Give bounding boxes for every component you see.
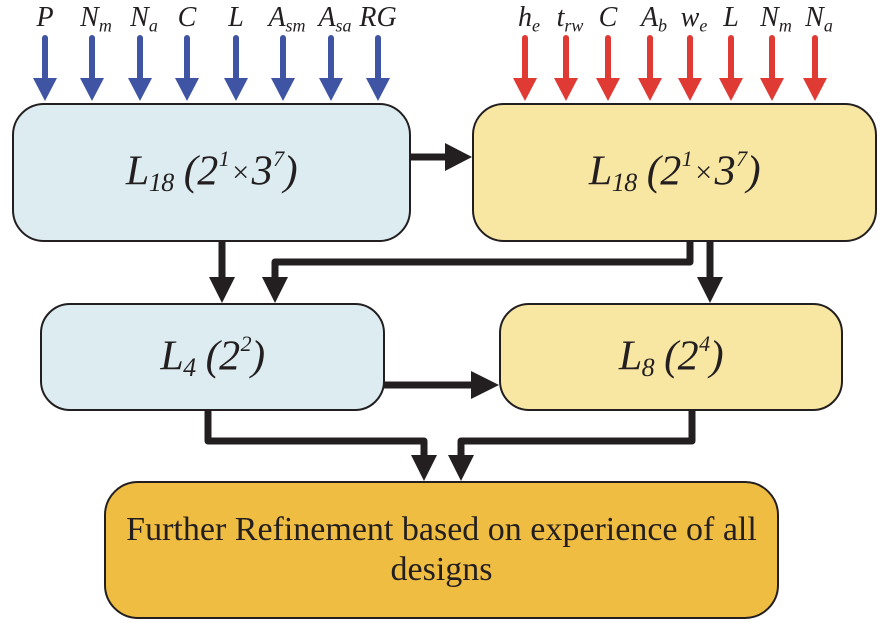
arrowhead-into-yellow-l18 bbox=[445, 143, 472, 171]
right-input-arrowhead bbox=[638, 78, 662, 101]
orthogonal-array-label: L18 (21×37) bbox=[588, 146, 761, 198]
arrowhead-into-yellow-l8-side bbox=[471, 371, 499, 399]
right-input-variable-label: Na bbox=[805, 2, 833, 36]
arrowhead-into-yellow-l8-top bbox=[697, 277, 723, 303]
arrowhead-into-refinement-b bbox=[448, 455, 474, 481]
box-yellow-l18-array: L18 (21×37) bbox=[472, 103, 877, 242]
left-input-arrowhead bbox=[128, 78, 152, 101]
orthogonal-array-label: L8 (24) bbox=[618, 330, 724, 383]
left-input-arrowhead bbox=[224, 78, 248, 101]
box-yellow-l8-array: L8 (24) bbox=[499, 303, 843, 411]
right-input-arrowhead bbox=[719, 78, 743, 101]
arrowhead-into-blue-l4-a bbox=[209, 277, 235, 303]
connector-yellow-l18-to-blue-l4 bbox=[271, 241, 694, 278]
left-input-variable-label: Nm bbox=[80, 2, 112, 36]
left-input-arrows bbox=[33, 35, 390, 101]
right-input-arrowhead bbox=[554, 78, 578, 101]
right-input-variable-label: trw bbox=[556, 2, 584, 36]
left-input-arrowhead bbox=[175, 78, 199, 101]
right-input-variable-label: he bbox=[518, 2, 540, 36]
left-input-variable-label: RG bbox=[359, 2, 397, 33]
left-input-variable-label: Na bbox=[130, 2, 158, 36]
right-input-arrows bbox=[513, 35, 827, 101]
box-blue-l4-array: L4 (22) bbox=[40, 303, 385, 411]
right-input-variable-label: Ab bbox=[640, 2, 668, 36]
right-input-arrowhead bbox=[513, 78, 537, 101]
left-input-variable-label: P bbox=[36, 2, 54, 33]
right-input-arrowhead bbox=[803, 78, 827, 101]
refinement-text: Further Refinement based on experience o… bbox=[126, 511, 757, 588]
left-input-variable-label: Asa bbox=[318, 2, 352, 36]
right-input-arrowhead bbox=[760, 78, 784, 101]
left-input-variable-label: Asm bbox=[268, 2, 306, 36]
right-input-variable-label: we bbox=[680, 2, 708, 36]
right-input-arrowhead bbox=[596, 78, 620, 101]
left-input-arrowhead bbox=[366, 78, 390, 101]
right-input-variable-label: Nm bbox=[760, 2, 792, 36]
left-input-arrowhead bbox=[80, 78, 104, 101]
right-input-arrowhead bbox=[678, 78, 702, 101]
box-blue-l18-array: L18 (21×37) bbox=[12, 103, 411, 242]
box-further-refinement: Further Refinement based on experience o… bbox=[104, 481, 779, 619]
left-input-variable-label: C bbox=[177, 2, 197, 33]
connector-yellow-l8-to-refinement bbox=[457, 410, 696, 456]
left-input-arrowhead bbox=[319, 78, 343, 101]
left-input-arrowhead bbox=[271, 78, 295, 101]
right-input-variable-label: C bbox=[598, 2, 618, 33]
arrowhead-into-refinement-a bbox=[411, 455, 437, 481]
flow-connectors bbox=[204, 143, 723, 481]
arrowhead-into-blue-l4-b bbox=[262, 277, 288, 303]
orthogonal-array-label: L18 (21×37) bbox=[125, 146, 298, 198]
connector-blue-l4-to-refinement bbox=[204, 410, 428, 456]
left-input-arrowhead bbox=[33, 78, 57, 101]
left-input-variable-label: L bbox=[228, 2, 244, 33]
orthogonal-array-label: L4 (22) bbox=[160, 330, 265, 383]
right-input-variable-label: L bbox=[723, 2, 739, 33]
